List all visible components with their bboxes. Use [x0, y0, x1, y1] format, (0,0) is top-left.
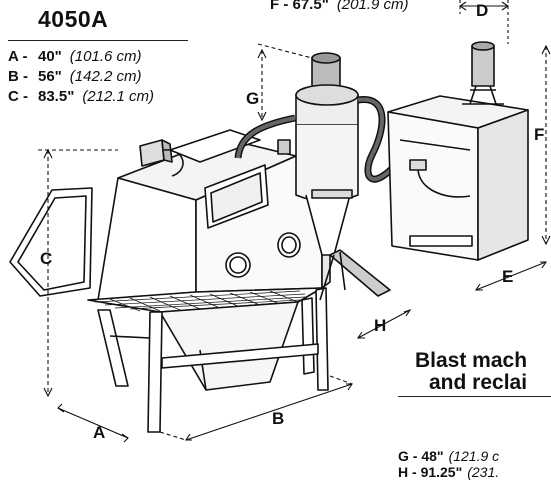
spec-row-c: C - 83.5" (212.1 cm)	[8, 88, 154, 105]
section-title: Blast mach and reclai	[415, 350, 527, 394]
spec-key: G -	[398, 448, 418, 464]
dim-label-b: B	[272, 409, 284, 428]
section-title-line: Blast mach	[415, 349, 528, 372]
spec-metric: (101.6 cm)	[69, 48, 142, 65]
dimension-lines	[38, 0, 551, 443]
spec-metric: (142.2 cm)	[69, 68, 142, 85]
spec-value: 40"	[38, 48, 62, 65]
spec-row-a: A - 40" (101.6 cm)	[8, 48, 142, 65]
blast-cabinet	[87, 129, 331, 433]
spec-row-h: H - 91.25"(231.	[398, 464, 499, 480]
dim-label-d: D	[476, 1, 488, 20]
spec-key: C -	[8, 88, 28, 105]
dim-label-e: E	[502, 267, 513, 286]
cabinet-door	[9, 187, 93, 297]
spec-row-b: B - 56" (142.2 cm)	[8, 68, 142, 85]
cyclone-separator	[234, 52, 403, 301]
section-divider	[398, 396, 551, 397]
spec-metric: (212.1 cm)	[82, 88, 155, 105]
spec-key: B -	[8, 68, 28, 85]
spec-metric: (121.9 c	[448, 448, 500, 464]
spec-key: H -	[398, 464, 417, 480]
dim-label-c: C	[40, 249, 52, 268]
spec-value: 91.25"	[420, 464, 463, 480]
model-divider	[8, 40, 188, 41]
spec-key: A -	[8, 48, 28, 65]
dim-label-h: H	[374, 316, 386, 335]
spec-row-f: F - 67.5" (201.9 cm)	[270, 0, 409, 13]
model-title: 4050A	[38, 6, 109, 32]
spec-value: 83.5"	[38, 88, 75, 105]
section-title-line: and reclai	[429, 371, 528, 394]
dim-label-g: G	[246, 89, 259, 108]
spec-metric: (231.	[467, 464, 500, 480]
dim-label-f: F	[534, 125, 544, 144]
spec-row-g: G - 48"(121.9 c	[398, 448, 499, 464]
dust-collector	[387, 41, 529, 261]
dim-label-a: A	[93, 423, 105, 442]
spec-metric: (201.9 cm)	[336, 0, 409, 13]
spec-value: 67.5"	[292, 0, 329, 13]
spec-value: 56"	[38, 68, 62, 85]
spec-value: 48"	[421, 448, 444, 464]
spec-key: F -	[270, 0, 289, 13]
